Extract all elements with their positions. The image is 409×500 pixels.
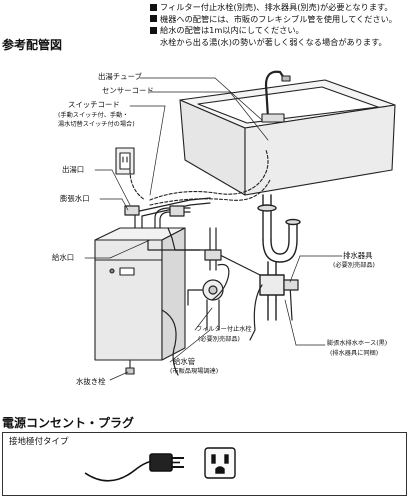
note-item: フィルター付止水栓(別売)、排水器具(別売)が必要となります。 [150, 2, 405, 14]
label-supply-pipe: 給水管 [173, 357, 196, 366]
label-expansion-hose: 膨張水排水ホース(黒) [327, 340, 388, 347]
label-drain-fitting: 排水器具 [343, 251, 373, 260]
note-item: 水栓から出る湯(水)の勢いが著しく弱くなる場合があります。 [160, 36, 387, 47]
label-switch-cord: スイッチコード [68, 100, 120, 109]
label-switch-note-1: (手動スイッチ付、手動・ [58, 112, 129, 119]
leader-lines [84, 77, 343, 381]
wall-outlet [115, 147, 135, 175]
label-expansion-outlet: 膨張水口 [60, 194, 90, 203]
filter-valve-assembly [187, 227, 230, 331]
diagram-title: 参考配管図 [2, 38, 63, 52]
note-item: 給水の配管は1m以内にしてください。 [150, 25, 405, 37]
sink-basin [179, 79, 396, 196]
notes-list: フィルター付止水栓(別売)、排水器具(別売)が必要となります。 機器への配管には… [150, 2, 405, 48]
faucet [261, 70, 291, 123]
tube-and-cords [129, 149, 271, 206]
drain-hose [161, 279, 299, 376]
grounded-plug-icon [84, 453, 184, 482]
label-filter-valve-note: (必要別売部品) [198, 336, 240, 343]
sink-drain-trap [257, 194, 301, 321]
power-title: 電源コンセント・プラグ [2, 416, 135, 430]
bullet-square-icon [150, 15, 157, 22]
label-water-inlet: 給水口 [52, 253, 75, 262]
water-heater [94, 227, 186, 375]
label-drain-plug: 水抜き栓 [76, 377, 106, 386]
plug-type-box: 接地極付タイプ [2, 432, 407, 496]
bullet-square-icon [150, 3, 157, 11]
bullet-square-icon [150, 26, 157, 34]
label-drain-fitting-note: (必要別売部品) [333, 262, 375, 269]
label-switch-note-2: 湯水切替スイッチ付の場合) [58, 121, 135, 128]
label-supply-pipe-note: (市販品現場調達) [170, 368, 219, 375]
plug-type-label: 接地極付タイプ [9, 437, 69, 447]
label-outlet: 出湯口 [62, 165, 85, 174]
label-sensor-cord: センサーコード [102, 86, 154, 95]
label-expansion-hose-note: (排水器具に同梱) [330, 350, 379, 357]
label-filter-valve: フィルター付止水栓 [196, 326, 252, 333]
label-tube: 出湯チューブ [98, 72, 142, 81]
grounded-socket-icon [204, 447, 236, 479]
note-item: 機器への配管には、市販のフレキシブル管を使用してください。 [150, 14, 405, 26]
